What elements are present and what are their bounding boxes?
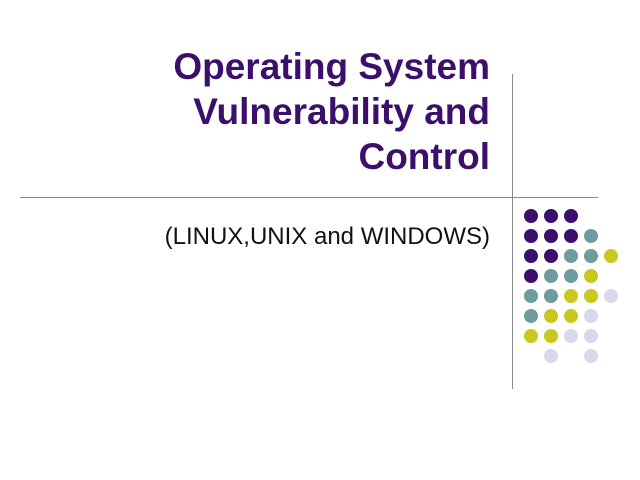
dot-yellow	[564, 289, 578, 303]
dot-purple	[524, 249, 538, 263]
dot-yellow	[544, 329, 558, 343]
title-line-1: Operating System	[173, 46, 490, 87]
dot-yellow	[544, 309, 558, 323]
dot-teal	[524, 309, 538, 323]
dot-lavender	[584, 349, 598, 363]
dot-purple	[524, 269, 538, 283]
title-line-3: Control	[358, 136, 490, 177]
dot-teal	[544, 289, 558, 303]
dot-lavender	[584, 329, 598, 343]
dot-yellow	[584, 269, 598, 283]
dot-lavender	[544, 349, 558, 363]
dot-lavender	[584, 309, 598, 323]
dot-lavender	[604, 289, 618, 303]
dot-purple	[564, 209, 578, 223]
title-line-2: Vulnerability and	[193, 91, 490, 132]
dot-teal	[544, 269, 558, 283]
dot-yellow	[524, 329, 538, 343]
dot-teal	[584, 229, 598, 243]
dot-purple	[544, 209, 558, 223]
dot-teal	[524, 289, 538, 303]
dot-purple	[564, 229, 578, 243]
dot-lavender	[564, 329, 578, 343]
slide-title: Operating System Vulnerability and Contr…	[70, 44, 490, 179]
vertical-divider	[512, 74, 513, 389]
dot-teal	[584, 249, 598, 263]
dot-purple	[544, 249, 558, 263]
dot-purple	[524, 229, 538, 243]
dot-purple	[524, 209, 538, 223]
dot-yellow	[584, 289, 598, 303]
dot-teal	[564, 249, 578, 263]
dot-purple	[544, 229, 558, 243]
dot-yellow	[564, 309, 578, 323]
dot-teal	[564, 269, 578, 283]
horizontal-divider	[20, 197, 598, 198]
slide-subtitle: (LINUX,UNIX and WINDOWS)	[164, 223, 490, 250]
dot-yellow	[604, 249, 618, 263]
